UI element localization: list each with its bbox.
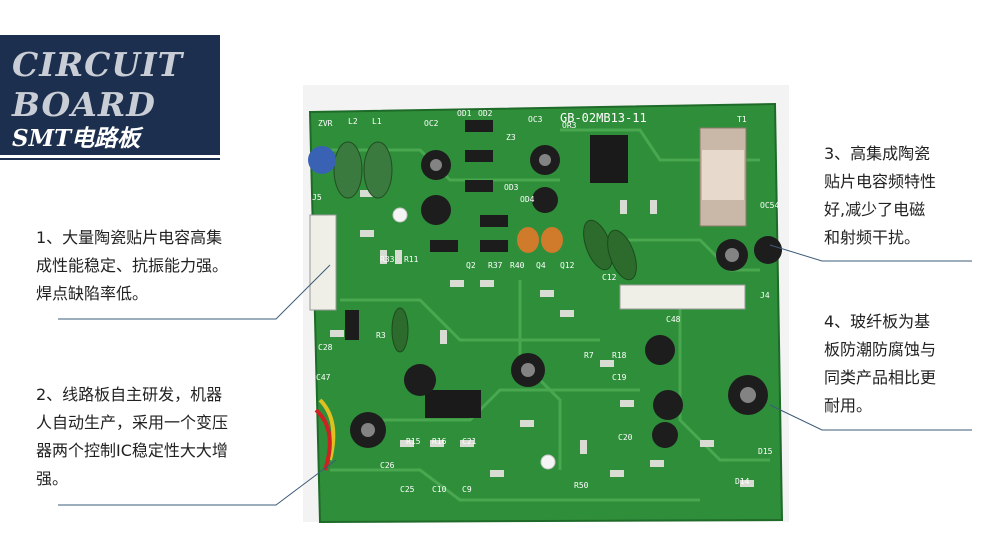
callout-3-line-2: 贴片电容频特性 (824, 172, 937, 191)
ic-chip-top (590, 135, 628, 183)
callout-4-line-1: 4、玻纤板为基 (824, 312, 931, 331)
inductor-l1 (363, 141, 393, 199)
mount-hole (540, 454, 556, 470)
mount-hole (392, 207, 408, 223)
callout-2-line-4: 强。 (36, 469, 69, 488)
varistor-zvr (308, 146, 336, 174)
callout-1-line-2: 成性能稳定、抗振能力强。 (36, 256, 229, 275)
callout-1: 1、大量陶瓷贴片电容高集 成性能稳定、抗振能力强。 焊点缺陷率低。 (36, 224, 276, 308)
connector-left (309, 214, 337, 311)
title-circuit: CIRCUIT (12, 45, 184, 84)
title-board: BOARD (12, 85, 156, 124)
wire-yellow (318, 398, 336, 461)
ceramic-capacitors (517, 227, 563, 253)
smd-diodes (345, 120, 508, 340)
ic-chip-bottom (425, 390, 481, 418)
callout-2-line-3: 器两个控制IC稳定性大大增 (36, 441, 228, 460)
callout-3-line-3: 好,减少了电磁 (824, 200, 926, 219)
green-ceramic-capacitors (391, 219, 637, 353)
title-underline (0, 158, 220, 160)
callout-2: 2、线路板自主研发，机器 人自动生产，采用一个变压 器两个控制IC稳定性大大增 … (36, 381, 276, 493)
inductor-l2 (333, 141, 363, 199)
callout-4-line-3: 同类产品相比更 (824, 368, 937, 387)
callout-3-line-4: 和射频干扰。 (824, 228, 921, 247)
callout-4-line-2: 板防潮防腐蚀与 (824, 340, 937, 359)
callout-1-line-1: 1、大量陶瓷贴片电容高集 (36, 228, 223, 247)
connector-right (619, 284, 746, 310)
title-banner: CIRCUIT BOARD SMT电路板 (0, 35, 220, 155)
board-model-text: GB-02MB13-11 (560, 111, 647, 125)
callout-2-line-2: 人自动生产，采用一个变压 (36, 413, 229, 432)
callout-3-line-1: 3、高集成陶瓷 (824, 144, 931, 163)
callout-4: 4、玻纤板为基 板防潮防腐蚀与 同类产品相比更 耐用。 (824, 308, 974, 420)
callout-1-line-3: 焊点缺陷率低。 (36, 284, 149, 303)
callout-3: 3、高集成陶瓷 贴片电容频特性 好,减少了电磁 和射频干扰。 (824, 140, 974, 252)
callout-4-line-4: 耐用。 (824, 396, 873, 415)
callout-2-line-1: 2、线路板自主研发，机器 (36, 385, 223, 404)
smd-components (330, 190, 754, 487)
title-subtitle: SMT电路板 (12, 125, 141, 152)
